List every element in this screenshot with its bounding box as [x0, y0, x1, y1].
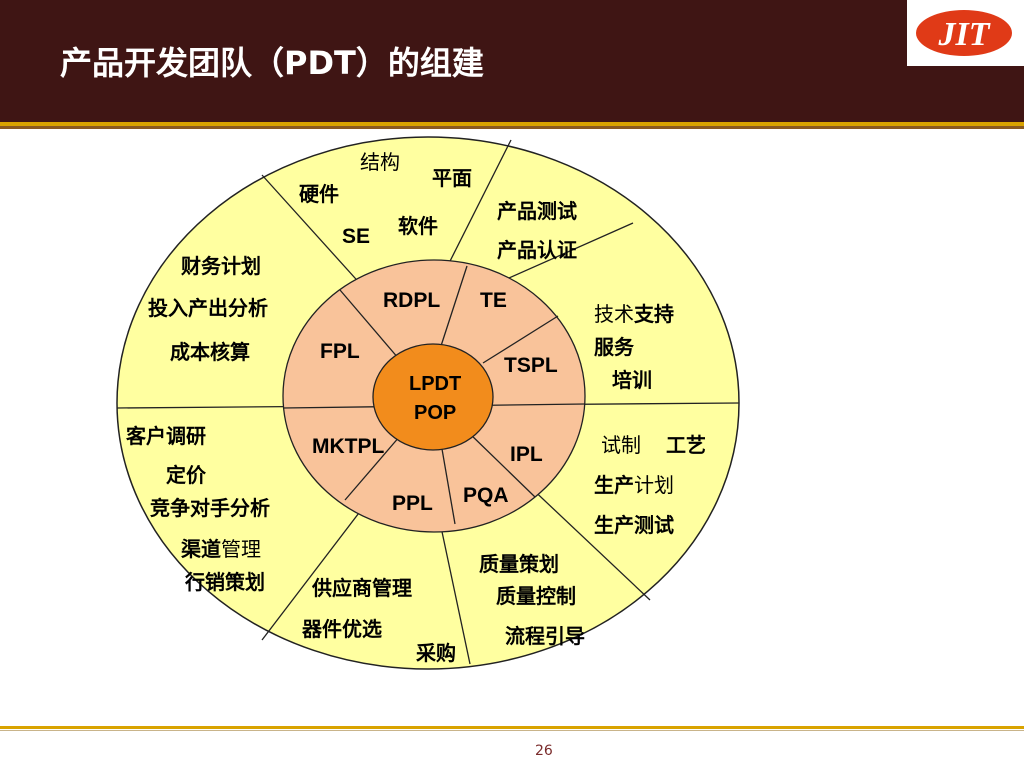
inner-divider-upper	[439, 265, 468, 350]
footer-divider	[0, 726, 1024, 729]
inner-dividers	[282, 265, 586, 525]
center-circle	[372, 343, 494, 451]
pqa-quality-control: 质量控制	[496, 584, 576, 608]
mkt-channel-a: 渠道	[181, 537, 221, 561]
tspl-support: 支持	[634, 302, 674, 326]
header-divider-shadow	[0, 126, 1024, 129]
divider-lower-left	[261, 504, 366, 641]
tspl-tech: 技术	[594, 302, 634, 326]
ipl-process: 工艺	[666, 433, 706, 457]
center-label-pop: POP	[414, 402, 457, 424]
role-mktpl: MKTPL	[312, 435, 385, 458]
mkt-marketing: 行销策划	[185, 570, 265, 594]
divider-upper-left	[261, 174, 365, 289]
ppl-supplier: 供应商管理	[312, 576, 412, 600]
role-ppl: PPL	[392, 492, 433, 515]
footer-divider-shadow	[0, 730, 1024, 731]
role-fpl: FPL	[320, 340, 360, 363]
page-title: 产品开发团队（PDT）的组建	[60, 44, 484, 82]
ipl-plan: 计划	[634, 473, 674, 497]
inner-divider-upper-left	[339, 289, 406, 367]
rd-software: 软件	[398, 214, 438, 238]
fpl-cost: 成本核算	[170, 340, 250, 364]
rd-graphic: 平面	[432, 166, 472, 190]
inner-divider-lower-right	[467, 431, 536, 498]
logo-text: JIT	[938, 16, 991, 53]
mkt-pricing: 定价	[166, 463, 206, 487]
role-rdpl: RDPL	[383, 289, 441, 312]
mkt-channel: 渠道管理	[181, 533, 261, 562]
jit-logo: JIT	[916, 10, 1012, 56]
ipl-prod-test: 生产测试	[594, 513, 674, 537]
te-product-test: 产品测试	[497, 199, 577, 223]
mkt-channel-b: 管理	[221, 537, 261, 561]
role-ipl: IPL	[510, 443, 543, 466]
pqa-quality-plan: 质量策划	[479, 552, 559, 576]
fpl-io-analysis: 投入产出分析	[148, 296, 268, 320]
pqa-process-guide: 流程引导	[505, 624, 585, 648]
tspl-service: 服务	[594, 335, 634, 359]
mkt-research: 客户调研	[126, 424, 206, 448]
header-divider	[0, 122, 1024, 126]
page-number: 26	[535, 743, 553, 759]
mkt-competitor: 竞争对手分析	[150, 496, 270, 520]
ppl-components: 器件优选	[302, 617, 382, 641]
role-tspl: TSPL	[504, 354, 558, 377]
inner-divider-lower-left	[344, 435, 401, 501]
ipl-trial: 试制	[601, 433, 641, 457]
ipl-prod: 生产	[594, 473, 634, 497]
title-bar	[0, 0, 1024, 122]
ppl-purchase: 采购	[416, 641, 456, 665]
tspl-training: 培训	[612, 368, 652, 392]
role-te: TE	[480, 289, 507, 312]
te-product-cert: 产品认证	[497, 238, 577, 262]
rd-hardware: 硬件	[299, 182, 339, 206]
logo-ellipse	[916, 10, 1012, 56]
tspl-tech-support: 技术支持	[594, 298, 674, 327]
role-pqa: PQA	[463, 484, 509, 507]
center-label-lpdt: LPDT	[409, 373, 462, 395]
inner-divider-lower	[441, 448, 456, 525]
rd-se: SE	[342, 225, 371, 248]
inner-divider-upper-right	[482, 315, 559, 364]
ipl-prod-plan: 生产计划	[594, 469, 674, 498]
fpl-financial-plan: 财务计划	[181, 254, 261, 278]
rd-structure: 结构	[360, 150, 400, 174]
